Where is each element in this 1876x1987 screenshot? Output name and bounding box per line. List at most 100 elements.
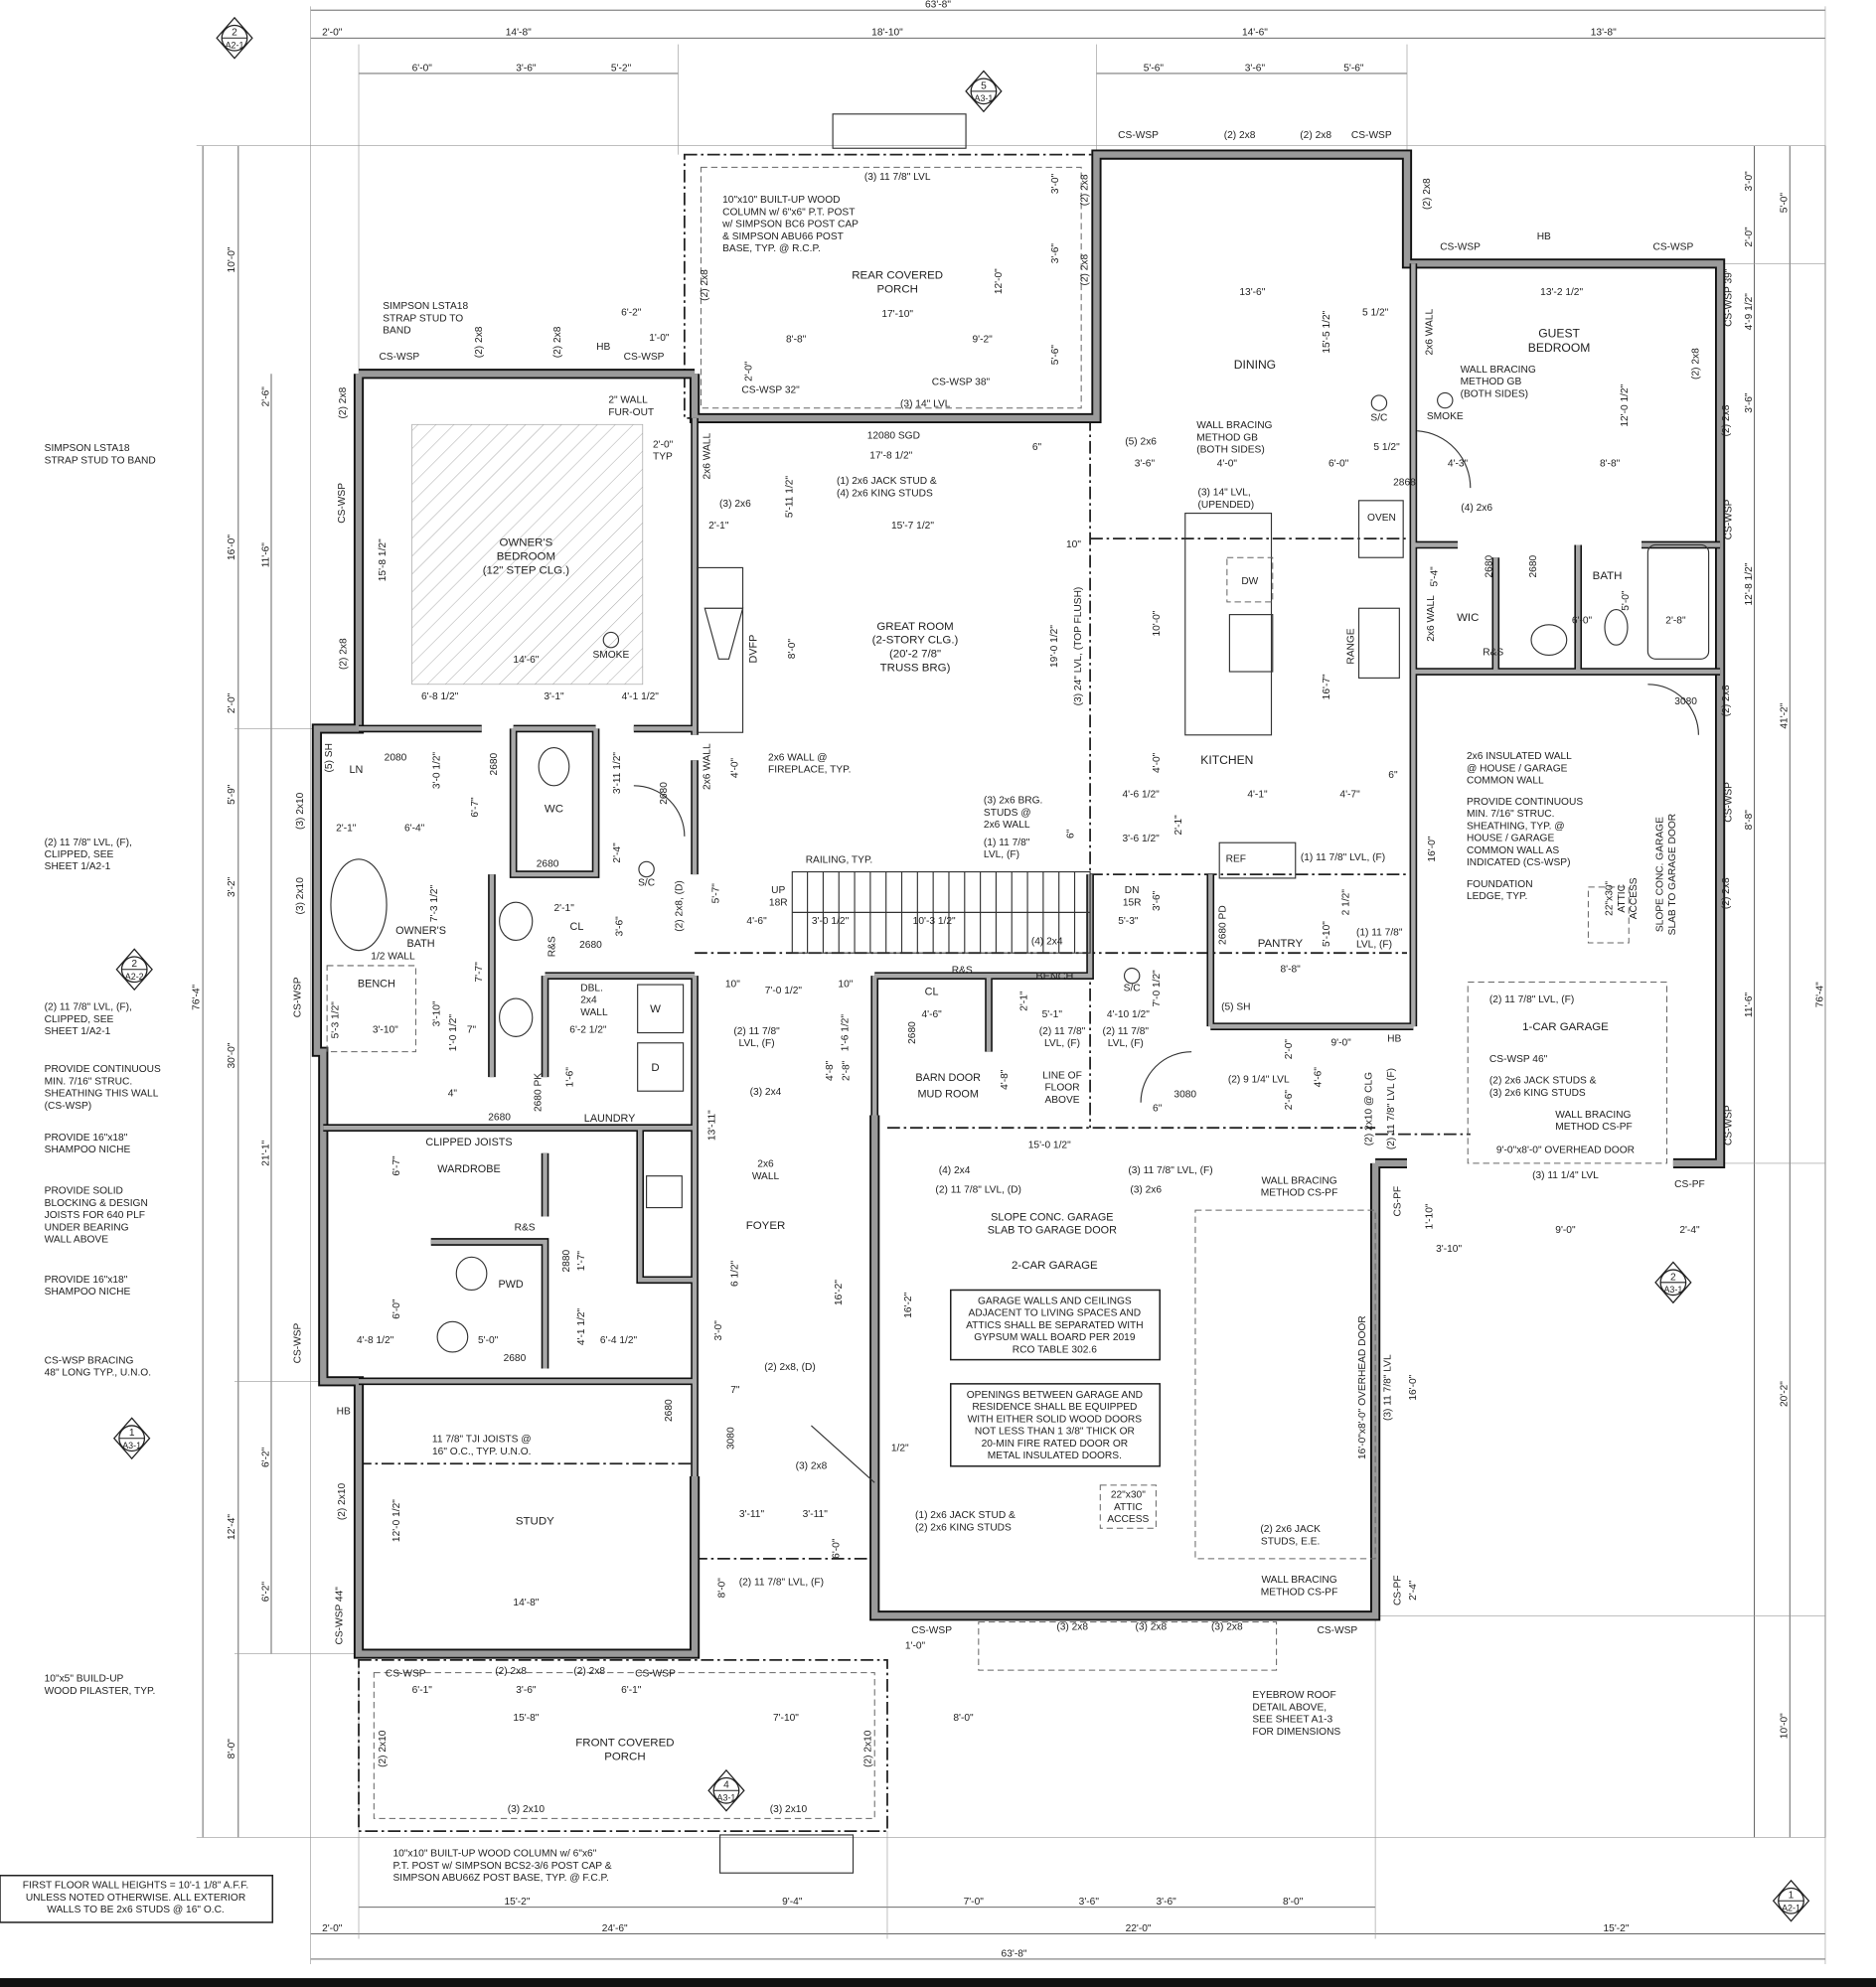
label-dim-i113: 4'-8 1/2" <box>357 1335 394 1346</box>
section-marker[interactable]: 1A2-1 <box>1772 1879 1810 1922</box>
dimension-lines <box>196 6 1826 1965</box>
label-note-14-lvl: (3) 14" LVL <box>900 398 951 409</box>
label-note-1car-jack: (2) 2x6 JACK STUDS &(3) 2x6 KING STUDS <box>1489 1076 1597 1099</box>
label-hdr-3x10-1: (3) 2x10 <box>295 792 306 830</box>
vanity-sink-icon <box>499 901 534 942</box>
label-tag-cswsp-15: CS-WSP <box>911 1625 952 1636</box>
label-dim-i4: 9'-2" <box>972 334 993 345</box>
label-dim-i34: 2'-1" <box>1173 815 1184 836</box>
label-room-barn-door: BARN DOOR <box>915 1072 981 1084</box>
label-hdr-3x10-2: (3) 2x10 <box>295 877 306 915</box>
label-dim-i24: 10" <box>1066 539 1081 550</box>
label-line: SHAMPOO NICHE <box>45 1145 131 1155</box>
label-dim-l9: 8'-0" <box>227 1739 237 1759</box>
section-marker[interactable]: 1A3-1 <box>112 1417 151 1460</box>
label-hdr-3x10-3: (3) 2x10 <box>508 1804 546 1815</box>
step-ceiling-hatch <box>411 423 644 686</box>
label-room-pwd: PWD <box>498 1279 523 1291</box>
label-line: 2x6 WALL @ <box>768 752 827 763</box>
label-hdr-3x8-4: (3) 2x8 <box>796 1460 828 1471</box>
label-line: OPENINGS BETWEEN GARAGE AND <box>967 1390 1143 1401</box>
label-line: SHEET 1/A2-1 <box>45 1026 111 1037</box>
marker-number: 2 <box>1670 1272 1676 1283</box>
vanity-sink-icon <box>499 997 534 1037</box>
label-dim-i89: 3'-0 1/2" <box>432 751 443 789</box>
label-note-rear-lvl: (3) 11 7/8" LVL <box>864 172 931 183</box>
label-dim-i106: 1'-6" <box>565 1067 576 1088</box>
label-dim-i101: 3'-10" <box>432 1000 443 1026</box>
label-tag-cswsp-14: CS-WSP <box>635 1669 676 1680</box>
label-hdr-5x6-1: (5) 2x6 <box>1125 437 1157 448</box>
label-hdr-2x8-16: (2) 2x8 <box>573 1666 605 1677</box>
label-dim-i125: 2'-0" <box>743 361 754 382</box>
kitchen-island <box>1184 513 1273 736</box>
label-dim-i5: 17'-8 1/2" <box>869 451 912 462</box>
label-line: 2'-0" <box>653 439 674 450</box>
label-room-kitchen: KITCHEN <box>1200 753 1253 767</box>
label-line: SHEATHING THIS WALL <box>45 1089 159 1100</box>
label-door-2680-10: 2680 <box>907 1021 918 1044</box>
label-dim-l8: 12'-4" <box>227 1514 237 1540</box>
label-dim-i70: 10'-3 1/2" <box>913 916 956 927</box>
label-door-2680-3: 2680 <box>489 752 500 775</box>
label-room-great-room: GREAT ROOM(2-STORY CLG.)(20'-2 7/8"TRUSS… <box>872 621 959 674</box>
label-tag-cswsp-16: CS-WSP <box>1317 1625 1357 1636</box>
section-marker[interactable]: 2A2-2 <box>115 948 153 992</box>
label-note-lvl-f-mud2: (2) 11 7/8"LVL, (F) <box>1103 1026 1150 1049</box>
label-dim-i86: 4'-8" <box>825 1060 836 1081</box>
marker-sheet: A3-1 <box>1663 1285 1682 1295</box>
label-dim-i48: 2'-0" <box>1284 1039 1295 1060</box>
label-dim-right-total: 76'-4" <box>1814 982 1825 1007</box>
label-line: (2) 11 7/8" <box>733 1026 780 1037</box>
label-line: ATTIC <box>1114 1502 1143 1513</box>
step-outline <box>719 1834 855 1874</box>
smoke-detector-icon <box>602 631 620 649</box>
label-line: LVL, (F) <box>984 849 1019 860</box>
label-note-lvl-f-mud1: (2) 11 7/8"LVL, (F) <box>1039 1026 1086 1049</box>
label-line: FOR DIMENSIONS <box>1252 1727 1340 1738</box>
note-boxes <box>0 886 1630 1923</box>
label-dim-l3: 2'-0" <box>227 692 237 713</box>
section-marker[interactable]: 5A3-1 <box>965 70 1003 113</box>
label-dim-i55: 16'-0" <box>1408 1374 1419 1400</box>
label-tag-cspf-2: CS-PF <box>1393 1186 1404 1217</box>
label-tag-hb-2: HB <box>1537 231 1551 242</box>
guest-toilet-icon <box>1604 608 1629 646</box>
label-line: 48" LONG TYP., U.N.O. <box>45 1368 151 1379</box>
label-dim-i33: 3'-6 1/2" <box>1122 834 1160 844</box>
label-line: 10"x10" BUILT-UP WOOD <box>722 195 840 206</box>
marker-number: 2 <box>131 959 137 970</box>
label-dim-i99: 5'-3 1/2" <box>331 1001 342 1039</box>
label-dim-top-total: 63'-8" <box>925 0 951 11</box>
smoke-co-detector-icon <box>638 860 655 878</box>
label-room-bath: BATH <box>1593 570 1623 582</box>
label-dim-i123: 3'-6" <box>1050 243 1061 264</box>
section-marker[interactable]: 2A2-1 <box>216 16 253 60</box>
label-note-tji: 11 7/8" TJI JOISTS @16" O.C., TYP. U.N.O… <box>432 1435 532 1457</box>
label-note-shampoo-2: PROVIDE 16"x18"SHAMPOO NICHE <box>45 1275 131 1298</box>
label-line: WALL ABOVE <box>45 1235 109 1246</box>
label-dim-i52: 2'-4" <box>1679 1225 1700 1236</box>
label-line: FIREPLACE, TYP. <box>768 765 851 776</box>
label-dim-l4: 5'-9" <box>227 784 237 805</box>
label-room-cl-1: CL <box>570 921 584 933</box>
label-line: UNDER BEARING <box>45 1222 129 1233</box>
section-marker[interactable]: 4A3-1 <box>707 1768 745 1812</box>
label-door-2880: 2880 <box>561 1249 572 1272</box>
label-line: (BOTH SIDES) <box>1196 445 1265 456</box>
label-line: 2x6 WALL <box>984 820 1030 831</box>
section-marker[interactable]: 2A3-1 <box>1654 1261 1692 1304</box>
label-dim-i66: 6'-0" <box>831 1538 842 1559</box>
label-dim-t4: 14'-6" <box>1242 28 1268 39</box>
shower-outline <box>326 965 416 1053</box>
label-dim-i3: 8'-8" <box>786 334 807 345</box>
label-dim-b8: 24'-6" <box>602 1923 628 1934</box>
